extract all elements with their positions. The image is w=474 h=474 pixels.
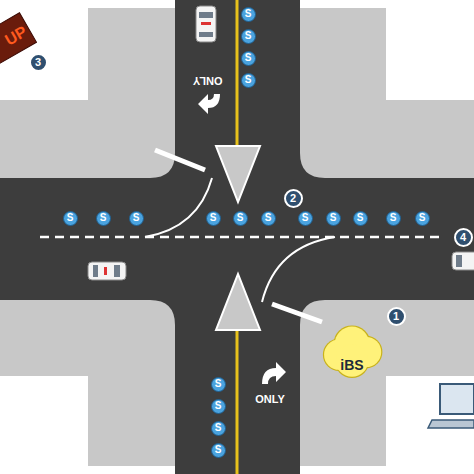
- road-marking-text: ONLY: [255, 394, 285, 405]
- sensor-label: S: [241, 73, 256, 88]
- callout-number: 1: [387, 307, 406, 326]
- car: [452, 252, 474, 270]
- sensor-label: S: [96, 211, 111, 226]
- callout-number: 4: [454, 228, 473, 247]
- sensor-label: S: [261, 211, 276, 226]
- sensor-label: S: [241, 29, 256, 44]
- sensor-label: S: [129, 211, 144, 226]
- sensor-label: S: [353, 211, 368, 226]
- turn-path: [262, 237, 335, 302]
- sensor-label: S: [211, 377, 226, 392]
- traffic-island: [216, 274, 260, 330]
- yellow-centerline: [236, 0, 239, 150]
- sensor-label: S: [298, 211, 313, 226]
- sensor-label: S: [211, 399, 226, 414]
- turn-path: [145, 178, 212, 237]
- car: [196, 6, 216, 42]
- turn-arrow: [198, 94, 220, 114]
- sensor-label: S: [241, 51, 256, 66]
- traffic-island: [216, 146, 260, 202]
- sensor-label: S: [211, 443, 226, 458]
- sensor-label: S: [326, 211, 341, 226]
- laptop: [428, 384, 474, 428]
- road-marking-text: ONLY: [193, 75, 223, 86]
- callout-number: 3: [29, 53, 48, 72]
- sensor-label: S: [386, 211, 401, 226]
- sensor-label: S: [206, 211, 221, 226]
- ibs-cloud: iBS: [320, 325, 384, 379]
- node-label: iBS: [340, 357, 363, 373]
- turn-arrow: [262, 362, 286, 384]
- car: [88, 262, 126, 280]
- dashed-centerline: [40, 236, 440, 239]
- sensor-label: S: [211, 421, 226, 436]
- callout-number: 2: [284, 189, 303, 208]
- sensor-label: S: [241, 7, 256, 22]
- sensor-label: S: [63, 211, 78, 226]
- stop-bar: [272, 304, 322, 322]
- sensor-label: S: [415, 211, 430, 226]
- stop-bar: [155, 150, 205, 170]
- sensor-label: S: [233, 211, 248, 226]
- yellow-centerline: [236, 328, 239, 474]
